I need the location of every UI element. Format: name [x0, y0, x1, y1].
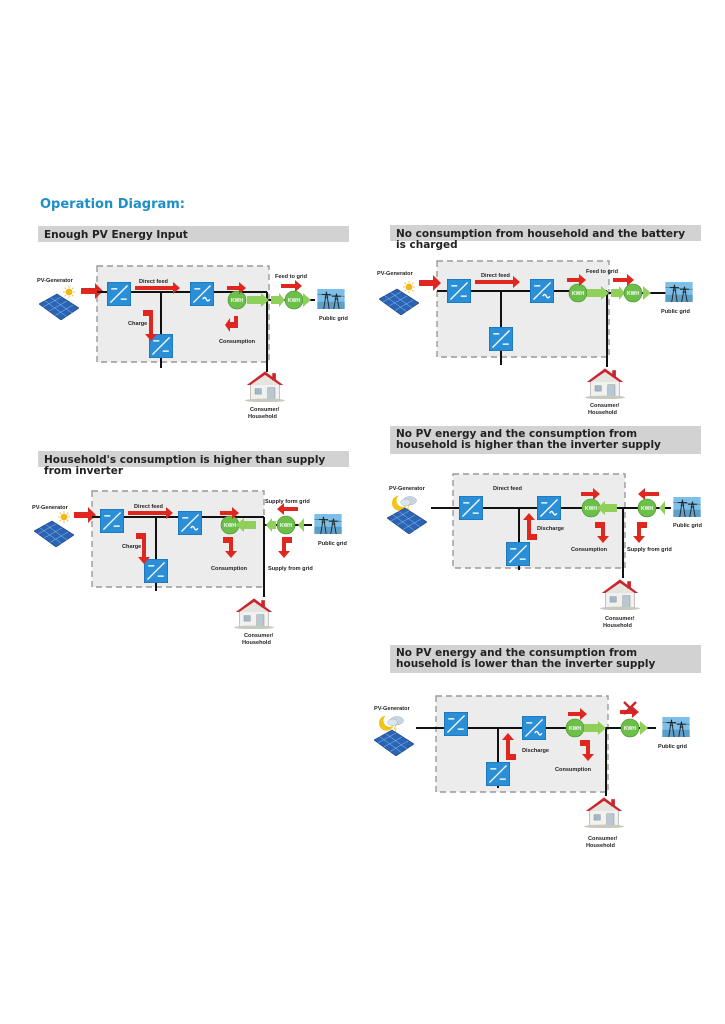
svg-text:Supply form grid: Supply form grid [265, 499, 310, 505]
battery-converter-icon [506, 542, 530, 566]
inverter-icon [537, 496, 561, 520]
svg-text:Direct feed: Direct feed [493, 486, 522, 492]
svg-text:KWH: KWH [624, 726, 636, 732]
battery-converter-icon [486, 762, 510, 786]
svg-text:Consumption: Consumption [211, 566, 248, 572]
diagram-title-5: No PV energy and the consumption from ho… [390, 645, 701, 673]
public-grid-icon [314, 514, 342, 534]
pv-panel-icon [374, 729, 414, 756]
svg-text:Charge: Charge [128, 321, 147, 327]
svg-text:Consumption: Consumption [555, 767, 592, 773]
diagram-title-3: Household's consumption is higher than s… [38, 451, 349, 477]
svg-text:Consumption: Consumption [571, 547, 608, 553]
svg-text:Discharge: Discharge [537, 526, 564, 532]
diagram-title-4: No PV energy and the consumption from ho… [390, 426, 701, 454]
svg-text:Supply from grid: Supply from grid [627, 547, 672, 553]
svg-text:Supply from grid: Supply from grid [268, 566, 313, 572]
diagram-1: PV-Generator Direct feed Charge KWH Cons… [37, 265, 348, 420]
inverter-icon [190, 282, 214, 306]
svg-text:Charge: Charge [122, 544, 141, 550]
svg-text:Consumption: Consumption [219, 339, 256, 345]
svg-text:KWH: KWH [572, 291, 584, 297]
blocked-feed-arrow [620, 706, 639, 718]
svg-text:KWH: KWH [569, 726, 581, 732]
svg-text:PV-Generator: PV-Generator [37, 278, 74, 284]
svg-text:KWH: KWH [288, 298, 300, 304]
svg-text:Direct feed: Direct feed [481, 273, 510, 279]
svg-text:Public grid: Public grid [319, 316, 348, 322]
diagram-title-2: No consumption from household and the ba… [390, 225, 701, 251]
svg-text:PV-Generator: PV-Generator [389, 486, 426, 492]
svg-text:Public grid: Public grid [673, 523, 702, 529]
dc-converter-icon [447, 279, 471, 303]
house-icon [234, 597, 274, 629]
svg-text:PV-Generator: PV-Generator [374, 706, 411, 712]
inverter-icon [178, 511, 202, 535]
inverter-icon [530, 279, 554, 303]
svg-text:KWH: KWH [641, 506, 653, 512]
svg-text:Feed to grid: Feed to grid [586, 269, 619, 275]
dc-converter-icon [444, 712, 468, 736]
pv-panel-icon [387, 507, 427, 534]
svg-text:KWH: KWH [280, 523, 292, 529]
inverter-icon [522, 716, 546, 740]
svg-text:Public grid: Public grid [318, 541, 347, 547]
svg-text:KWH: KWH [627, 291, 639, 297]
diagram-3: PV-Generator Direct feed Charge KWH Cons… [32, 490, 347, 646]
svg-text:Direct feed: Direct feed [139, 279, 168, 285]
pv-panel-icon [34, 520, 74, 547]
house-icon [245, 370, 285, 402]
svg-text:PV-Generator: PV-Generator [377, 271, 414, 277]
diagram-4: PV-Generator Direct feed Discharge KWH C… [387, 473, 702, 629]
svg-text:Feed to grid: Feed to grid [275, 274, 308, 280]
svg-text:Household: Household [248, 414, 277, 420]
svg-text:KWH: KWH [231, 298, 243, 304]
battery-converter-icon [489, 327, 513, 351]
diagram-2: PV-Generator Direct feed KWH Feed to gri… [377, 260, 693, 416]
diagram-5: PV-Generator Discharge KWH Consumption K… [374, 695, 690, 849]
svg-text:PV-Generator: PV-Generator [32, 505, 69, 511]
svg-text:KWH: KWH [585, 506, 597, 512]
svg-text:Direct feed: Direct feed [134, 504, 163, 510]
svg-text:Public grid: Public grid [658, 744, 687, 750]
house-icon [584, 796, 624, 828]
dc-converter-icon [107, 282, 131, 306]
diagram-title-1: Enough PV Energy Input [38, 226, 349, 242]
dc-converter-icon [100, 509, 124, 533]
house-icon [600, 578, 640, 610]
svg-text:Discharge: Discharge [522, 748, 549, 754]
pv-panel-icon [39, 293, 79, 320]
svg-text:Consumer/: Consumer/ [588, 836, 618, 842]
svg-text:Consumer/: Consumer/ [250, 407, 280, 413]
svg-text:Household: Household [586, 843, 615, 849]
svg-text:Consumer/: Consumer/ [244, 633, 274, 639]
svg-text:Household: Household [603, 623, 632, 629]
public-grid-icon [665, 282, 693, 302]
svg-text:Public grid: Public grid [661, 309, 690, 315]
page-heading: Operation Diagram: [40, 197, 185, 212]
public-grid-icon [317, 289, 345, 309]
svg-text:Household: Household [588, 410, 617, 416]
pv-panel-icon [379, 288, 419, 315]
public-grid-icon [662, 717, 690, 737]
house-icon [585, 367, 625, 399]
blocked-icon [623, 701, 637, 715]
svg-text:KWH: KWH [224, 523, 236, 529]
battery-converter-icon [144, 559, 168, 583]
night-weather-icon [378, 715, 404, 733]
svg-text:Household: Household [242, 640, 271, 646]
svg-text:Consumer/: Consumer/ [590, 403, 620, 409]
public-grid-icon [673, 497, 701, 517]
dc-converter-icon [459, 496, 483, 520]
svg-text:Consumer/: Consumer/ [605, 616, 635, 622]
